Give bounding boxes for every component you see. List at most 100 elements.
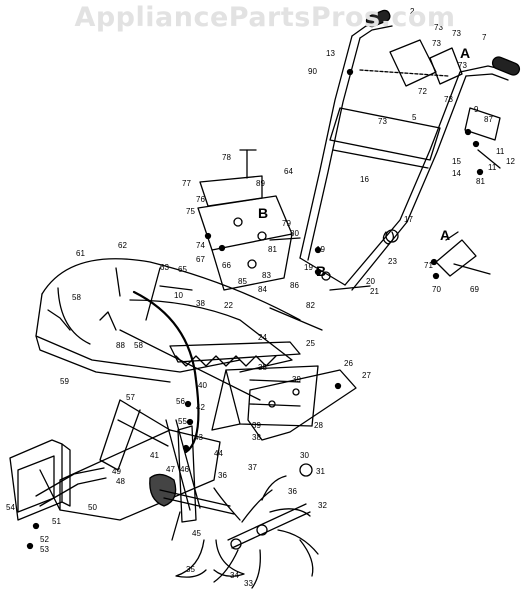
callout-81: 81 <box>268 245 277 254</box>
callout-89: 89 <box>256 179 265 188</box>
callout-26: 26 <box>344 359 353 368</box>
callout-49: 49 <box>112 467 121 476</box>
callout-27: 27 <box>362 371 371 380</box>
callout-54: 54 <box>6 503 15 512</box>
callout-65: 65 <box>178 265 187 274</box>
callout-10: 10 <box>174 291 183 300</box>
chassis-frame <box>39 399 221 523</box>
callout-17: 17 <box>404 215 413 224</box>
callout-86: 86 <box>290 281 299 290</box>
deflector-plate <box>247 369 357 441</box>
callout-73: 73 <box>452 29 461 38</box>
callout-84: 84 <box>258 285 267 294</box>
callout-36: 36 <box>218 471 227 480</box>
callout-22: 22 <box>224 301 233 310</box>
callout-38: 38 <box>258 363 267 372</box>
diagram-lines <box>9 9 521 589</box>
callout-5: 5 <box>412 113 417 122</box>
callout-66: 66 <box>222 261 231 270</box>
callout-42: 42 <box>196 403 205 412</box>
callout-57: 57 <box>126 393 135 402</box>
callout-15: 15 <box>452 157 461 166</box>
callout-16: 16 <box>360 175 369 184</box>
callout-37: 37 <box>248 463 257 472</box>
callout-40: 40 <box>198 381 207 390</box>
tine-shield <box>35 258 301 401</box>
callout-7: 7 <box>482 33 487 42</box>
label-B-bracket: B <box>258 205 268 221</box>
callout-47: 47 <box>166 465 175 474</box>
callout-45: 45 <box>192 529 201 538</box>
callout-41: 41 <box>150 451 159 460</box>
callout-48: 48 <box>116 477 125 486</box>
callout-51: 51 <box>52 517 61 526</box>
callout-76: 76 <box>196 195 205 204</box>
support-arm <box>35 467 105 497</box>
tine-shaft <box>149 473 235 541</box>
callout-38: 38 <box>196 299 205 308</box>
callout-74: 74 <box>196 241 205 250</box>
callout-88: 88 <box>116 341 125 350</box>
callout-73: 73 <box>444 95 453 104</box>
callout-35: 35 <box>186 565 195 574</box>
callout-14: 14 <box>452 169 461 178</box>
bolts-and-nuts <box>26 68 484 550</box>
callout-82: 82 <box>306 301 315 310</box>
callout-73: 73 <box>432 39 441 48</box>
callout-69: 69 <box>470 285 479 294</box>
callout-39: 39 <box>292 375 301 384</box>
callout-81: 81 <box>476 177 485 186</box>
callout-53: 53 <box>40 545 49 554</box>
right-side-parts <box>115 231 491 331</box>
drag-bar <box>211 365 319 431</box>
callout-24: 24 <box>258 333 267 342</box>
callout-12: 12 <box>506 157 515 166</box>
callout-78: 78 <box>222 153 231 162</box>
callout-19: 19 <box>304 263 313 272</box>
callout-73: 73 <box>434 23 443 32</box>
callout-85: 85 <box>238 277 247 286</box>
callout-90: 90 <box>308 67 317 76</box>
control-cable <box>132 290 200 454</box>
callout-71: 71 <box>424 261 433 270</box>
callout-58: 58 <box>134 341 143 350</box>
callout-61: 61 <box>76 249 85 258</box>
callout-83: 83 <box>262 271 271 280</box>
control-bracket <box>197 149 301 291</box>
callout-56: 56 <box>176 397 185 406</box>
callout-73: 73 <box>458 61 467 70</box>
callout-34: 34 <box>230 571 239 580</box>
callout-9: 9 <box>474 105 479 114</box>
callout-67: 67 <box>196 255 205 264</box>
callout-13: 13 <box>326 49 335 58</box>
callout-80: 80 <box>290 229 299 238</box>
callout-38: 38 <box>252 433 261 442</box>
callout-63: 63 <box>160 263 169 272</box>
callout-32: 32 <box>318 501 327 510</box>
callout-23: 23 <box>388 257 397 266</box>
tine-assembly <box>175 463 319 589</box>
callout-87: 87 <box>484 115 493 124</box>
callout-11: 11 <box>488 163 497 172</box>
callout-28: 28 <box>314 421 323 430</box>
label-B-lower: B <box>316 263 326 279</box>
callout-58: 58 <box>72 293 81 302</box>
callout-19: 19 <box>316 245 325 254</box>
callout-72: 72 <box>418 87 427 96</box>
callout-46: 46 <box>180 465 189 474</box>
callout-50: 50 <box>88 503 97 512</box>
callout-70: 70 <box>432 285 441 294</box>
callout-30: 30 <box>300 451 309 460</box>
callout-64: 64 <box>284 167 293 176</box>
callout-73: 73 <box>378 117 387 126</box>
callout-labels: 2 7 73 73 73 73 73 73 13 90 72 5 9 87 11… <box>6 7 515 588</box>
callout-25: 25 <box>306 339 315 348</box>
callout-55: 55 <box>178 417 187 426</box>
callout-20: 20 <box>366 277 375 286</box>
callout-75: 75 <box>186 207 195 216</box>
label-A-top: A <box>460 45 470 61</box>
callout-62: 62 <box>118 241 127 250</box>
callout-39: 39 <box>252 421 261 430</box>
callout-43: 43 <box>194 433 203 442</box>
